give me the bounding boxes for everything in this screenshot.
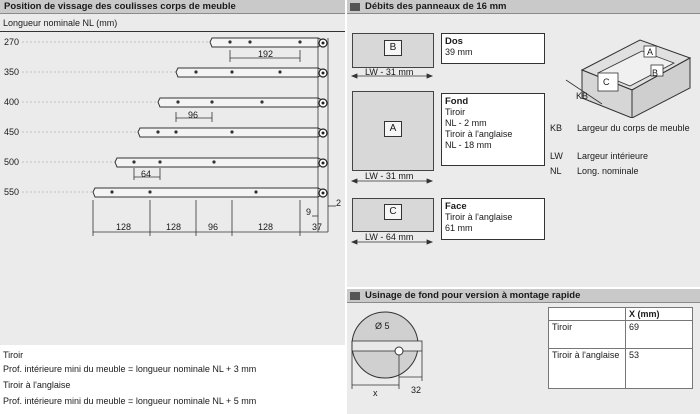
bottom-dim-128-c: 128 bbox=[258, 222, 274, 232]
bottom-machining-section: Usinage de fond pour version à montage r… bbox=[345, 289, 700, 414]
bore-dim-x: x bbox=[373, 388, 378, 398]
legend-value-lw: Largeur intérieure bbox=[577, 151, 649, 161]
bottom-dim-96: 96 bbox=[208, 222, 219, 232]
slide-screw-position-title: Position de vissage des coulisses corps … bbox=[0, 0, 345, 14]
slide-rails-drawing bbox=[22, 37, 336, 236]
panel-b-letter: B bbox=[384, 40, 402, 56]
bottom-machining-title: Usinage de fond pour version à montage r… bbox=[347, 289, 700, 303]
table-corner bbox=[548, 307, 626, 321]
length-400: 400 bbox=[4, 97, 20, 107]
section-marker-icon-2 bbox=[350, 292, 360, 300]
length-450: 450 bbox=[4, 127, 20, 137]
bottom-dim-128-b: 128 bbox=[166, 222, 182, 232]
panel-a-line-4: NL - 18 mm bbox=[445, 140, 492, 150]
table-row-anglaise-value: 53 bbox=[625, 348, 693, 389]
legend-key-kb: KB bbox=[550, 123, 563, 133]
iso-label-kb: KB bbox=[576, 91, 589, 101]
slide-screw-position-panel: Position de vissage des coulisses corps … bbox=[0, 0, 345, 345]
bottom-dim-128-a: 128 bbox=[116, 222, 132, 232]
note-anglaise: Tiroir à l'anglaise bbox=[3, 380, 71, 390]
dim-9: 9 bbox=[306, 207, 312, 217]
bottom-dim-37: 37 bbox=[312, 222, 323, 232]
panel-b-info: Dos 39 mm bbox=[441, 33, 545, 64]
header-divider bbox=[0, 31, 345, 32]
panel-c-name: Face bbox=[445, 201, 467, 212]
length-550: 550 bbox=[4, 187, 20, 197]
dim-64: 64 bbox=[141, 169, 152, 179]
length-270: 270 bbox=[4, 37, 20, 47]
depth-notes: Tiroir Prof. intérieure mini du meuble =… bbox=[0, 345, 345, 414]
section-marker-icon bbox=[350, 3, 360, 11]
panel-c-line-1: Tiroir à l'anglaise bbox=[445, 212, 513, 222]
panel-b-line-1: 39 mm bbox=[445, 47, 473, 57]
table-row-tiroir-label: Tiroir bbox=[548, 320, 626, 349]
dim-96: 96 bbox=[188, 110, 199, 120]
panel-a-line-3: Tiroir à l'anglaise bbox=[445, 129, 513, 139]
drawer-isometric-drawing bbox=[565, 39, 692, 118]
panel-c-letter: C bbox=[384, 204, 402, 220]
panel-a-letter: A bbox=[384, 121, 402, 137]
panel-c-width: LW - 64 mm bbox=[365, 232, 414, 242]
panel-c-line-2: 61 mm bbox=[445, 223, 473, 233]
iso-label-c: C bbox=[603, 77, 610, 87]
panel-a-info: Fond Tiroir NL - 2 mm Tiroir à l'anglais… bbox=[441, 93, 545, 166]
panel-a-name: Fond bbox=[445, 96, 469, 107]
panel-a-width: LW - 31 mm bbox=[365, 171, 414, 181]
panel-b-name: Dos bbox=[445, 36, 463, 47]
panel-a-line-2: NL - 2 mm bbox=[445, 118, 487, 128]
note-anglaise-depth: Prof. intérieure mini du meuble = longue… bbox=[3, 396, 257, 406]
legend-value-nl: Long. nominale bbox=[577, 166, 639, 176]
legend-value-kb: Largeur du corps de meuble bbox=[577, 123, 690, 133]
x-dimension-table: X (mm) Tiroir 69 Tiroir à l'anglaise 53 bbox=[548, 307, 693, 389]
table-header-x: X (mm) bbox=[625, 307, 693, 321]
table-row-anglaise-label: Tiroir à l'anglaise bbox=[548, 348, 626, 389]
dim-192: 192 bbox=[258, 49, 274, 59]
panel-cuts-title: Débits des panneaux de 16 mm bbox=[347, 0, 700, 14]
bore-diameter: Ø 5 bbox=[375, 321, 390, 331]
table-row-tiroir-value: 69 bbox=[625, 320, 693, 349]
length-350: 350 bbox=[4, 67, 20, 77]
note-tiroir-depth: Prof. intérieure mini du meuble = longue… bbox=[3, 364, 257, 374]
legend-key-lw: LW bbox=[550, 151, 563, 161]
panel-cuts-section: Débits des panneaux de 16 mm B LW - 31 m… bbox=[345, 0, 700, 287]
note-tiroir: Tiroir bbox=[3, 350, 24, 360]
panel-a-line-1: Tiroir bbox=[445, 107, 466, 117]
panel-width-arrows bbox=[350, 73, 434, 245]
panel-c-info: Face Tiroir à l'anglaise 61 mm bbox=[441, 198, 545, 240]
panel-b-width: LW - 31 mm bbox=[365, 67, 414, 77]
iso-label-b: B bbox=[652, 68, 659, 78]
dim-2: 2 bbox=[336, 198, 342, 208]
bore-dim-32: 32 bbox=[411, 385, 422, 395]
iso-label-a: A bbox=[647, 47, 654, 57]
abbreviation-legend: KB Largeur du corps de meuble LW Largeur… bbox=[550, 123, 700, 183]
length-500: 500 bbox=[4, 157, 20, 167]
legend-key-nl: NL bbox=[550, 166, 562, 176]
nominal-length-label: Longueur nominale NL (mm) bbox=[3, 18, 118, 28]
bottom-bore-drawing bbox=[351, 311, 423, 389]
